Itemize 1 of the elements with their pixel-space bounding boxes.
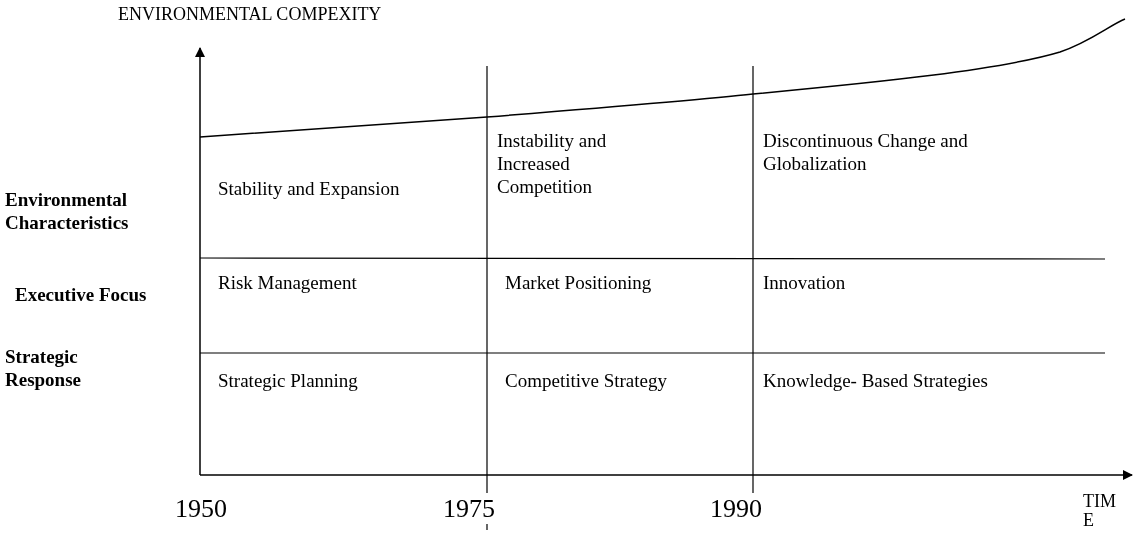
year-label: 1975 <box>443 493 495 525</box>
